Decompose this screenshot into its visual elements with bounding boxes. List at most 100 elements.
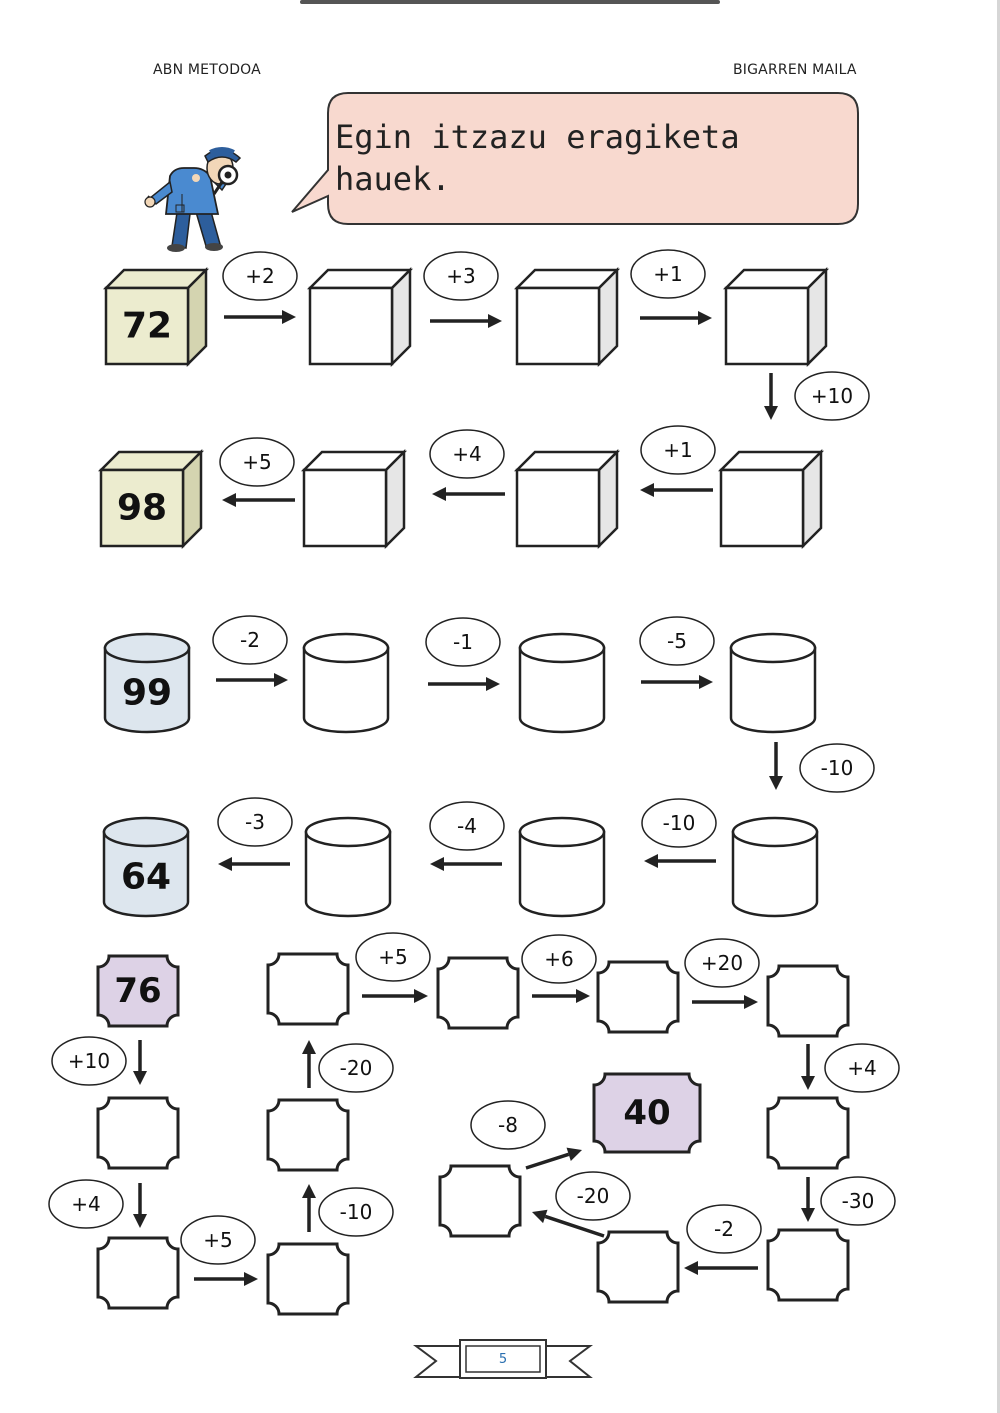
arrow-icon (432, 487, 505, 501)
arrow-icon (218, 857, 290, 871)
octagon-op-13 (470, 1100, 546, 1150)
cube-end (97, 448, 205, 550)
cylinder-end-value: 64 (121, 857, 171, 898)
arrow-icon (640, 311, 712, 325)
header-right: BIGARREN MAILA (733, 62, 857, 78)
cube-blank (306, 266, 414, 368)
instruction-text: Egin itzazu eragiketa hauek. (335, 116, 835, 200)
octagon-op-4 (318, 1187, 394, 1237)
arrow-icon (428, 677, 500, 691)
octagon-blank (766, 964, 850, 1038)
cylinder-start-value: 99 (122, 673, 172, 714)
page-number: 5 (498, 1352, 508, 1367)
cube-blank (513, 448, 621, 550)
cylinder-op-1 (212, 615, 288, 665)
cylinder-op-3 (639, 616, 715, 666)
octagon-blank (266, 1098, 350, 1172)
octagon-op-9-label: +4 (847, 1056, 876, 1080)
cylinder-op-4 (799, 743, 875, 793)
cube-blank (513, 266, 621, 368)
octagon-op-7-label: +6 (544, 947, 573, 971)
cube-op-7 (219, 437, 295, 487)
ribbon-banner-icon (413, 1339, 593, 1379)
detective-with-magnifier-icon (144, 147, 242, 252)
octagon-op-4-label: -10 (340, 1200, 373, 1224)
cube-blank (722, 266, 830, 368)
octagon-blank (96, 1096, 180, 1170)
octagon-blank (266, 952, 350, 1026)
cube-op-1 (222, 251, 298, 301)
cylinder-op-3-label: -5 (667, 629, 687, 653)
arrow-icon (430, 857, 502, 871)
cylinder-blank (729, 632, 817, 734)
instruction-line-2: hauek. (335, 160, 451, 198)
octagon-op-9 (824, 1043, 900, 1093)
cube-op-3 (630, 249, 706, 299)
octagon-end (592, 1072, 702, 1154)
octagon-blank (266, 1242, 350, 1316)
octagon-op-5 (318, 1043, 394, 1093)
octagon-op-10 (820, 1176, 896, 1226)
octagon-op-3 (180, 1215, 256, 1265)
cylinder-blank (518, 816, 606, 918)
cylinder-op-6-label: -4 (457, 814, 477, 838)
octagon-blank (766, 1096, 850, 1170)
octagon-blank (596, 960, 680, 1034)
arrow-icon (302, 1184, 316, 1232)
cylinder-op-4-label: -10 (821, 756, 854, 780)
octagon-op-12-label: -20 (577, 1184, 610, 1208)
cube-op-4-label: +10 (811, 384, 853, 408)
octagon-op-11 (686, 1204, 762, 1254)
arrow-icon (640, 483, 713, 497)
cylinder-blank (518, 632, 606, 734)
scan-edge-top (300, 0, 720, 4)
cube-op-5 (640, 425, 716, 475)
octagon-op-2-label: +4 (71, 1192, 100, 1216)
cylinder-blank (731, 816, 819, 918)
cube-op-3-label: +1 (653, 262, 682, 286)
octagon-op-10-label: -30 (842, 1189, 875, 1213)
octagon-end-value: 40 (623, 1093, 670, 1133)
octagon-blank (596, 1230, 680, 1304)
arrow-icon (684, 1261, 758, 1275)
cylinder-op-6 (429, 801, 505, 851)
cube-op-2-label: +3 (446, 264, 475, 288)
cube-op-6 (429, 429, 505, 479)
cylinder-end (102, 816, 190, 918)
octagon-blank (766, 1228, 850, 1302)
arrow-icon (801, 1177, 815, 1222)
speech-bubble (291, 92, 859, 225)
arrow-icon (532, 1209, 605, 1238)
cylinder-start (103, 632, 191, 734)
octagon-blank (96, 1236, 180, 1310)
scan-edge-right (997, 0, 1000, 1413)
cylinder-blank (302, 632, 390, 734)
octagon-op-2 (48, 1179, 124, 1229)
octagon-op-12 (555, 1171, 631, 1221)
arrow-icon (641, 675, 713, 689)
cube-start (102, 266, 210, 368)
cube-end-value: 98 (117, 488, 167, 529)
cylinder-op-2-label: -1 (453, 630, 473, 654)
arrow-icon (525, 1147, 582, 1170)
cube-op-6-label: +4 (452, 442, 481, 466)
cylinder-op-7-label: -3 (245, 810, 265, 834)
cylinder-blank (304, 816, 392, 918)
arrow-icon (532, 989, 590, 1003)
arrow-icon (133, 1183, 147, 1228)
octagon-op-5-label: -20 (340, 1056, 373, 1080)
arrow-icon (216, 673, 288, 687)
arrow-icon (224, 310, 296, 324)
cube-op-2 (423, 251, 499, 301)
octagon-op-1-label: +10 (68, 1049, 110, 1073)
arrow-icon (644, 854, 716, 868)
cylinder-op-5 (641, 798, 717, 848)
octagon-blank (436, 956, 520, 1030)
arrow-icon (133, 1040, 147, 1085)
octagon-op-11-label: -2 (714, 1217, 734, 1241)
octagon-op-1 (51, 1036, 127, 1086)
arrow-icon (222, 493, 295, 507)
cylinder-op-2 (425, 617, 501, 667)
